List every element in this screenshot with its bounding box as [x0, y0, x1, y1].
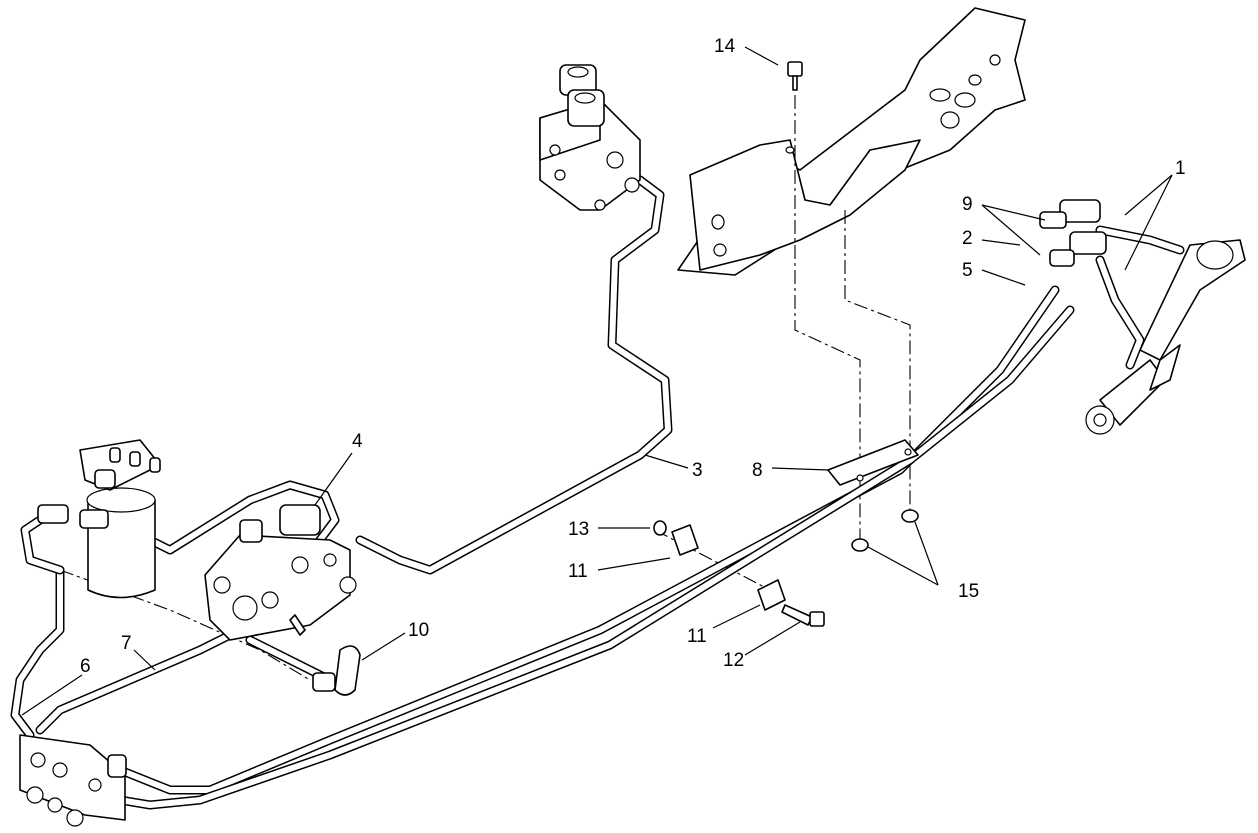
callout-14: 14 [714, 36, 736, 57]
callout-labels: 1 9 2 5 14 4 3 8 13 11 15 10 11 12 7 6 [80, 36, 1186, 677]
control-valve-upper [539, 64, 641, 211]
callout-9: 9 [962, 194, 973, 215]
hardware [312, 61, 919, 696]
callout-11-upper: 11 [568, 561, 588, 582]
callout-1: 1 [1175, 158, 1186, 179]
manifold-block [19, 734, 127, 827]
callout-5: 5 [962, 260, 973, 281]
callout-7: 7 [121, 633, 132, 654]
frame-rail [677, 7, 1026, 276]
hydraulic-tubes [10, 175, 1075, 810]
callout-12: 12 [723, 650, 744, 671]
control-valve-center [204, 504, 357, 641]
callout-4: 4 [352, 431, 363, 452]
callout-10: 10 [408, 620, 429, 641]
hydraulic-filter [37, 439, 161, 599]
callout-8: 8 [752, 460, 763, 481]
callout-2: 2 [962, 228, 973, 249]
callout-3: 3 [692, 460, 703, 481]
callout-13: 13 [568, 519, 589, 540]
callout-11-lower: 11 [687, 626, 707, 647]
callout-6: 6 [80, 656, 91, 677]
callout-15: 15 [958, 581, 979, 602]
steering-cylinder [1039, 199, 1246, 435]
leader-lines [21, 46, 1173, 716]
